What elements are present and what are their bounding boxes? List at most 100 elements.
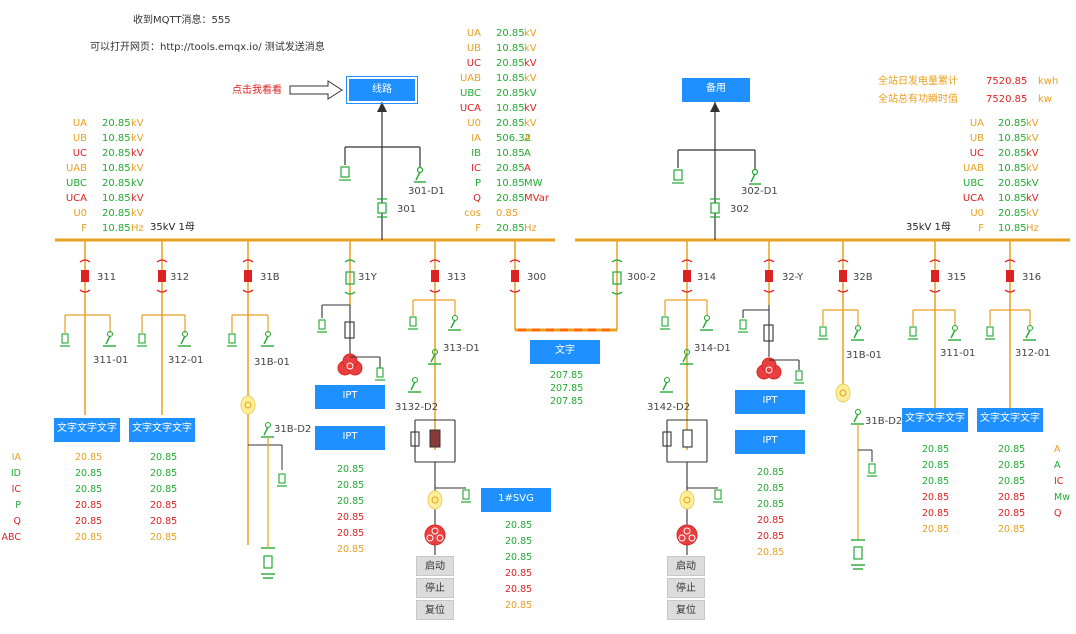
switch-label: 31B-01 [254,357,290,368]
text-box-315[interactable]: 文字文字文字 [902,408,968,432]
ground-switch-icon[interactable] [948,324,961,341]
breaker-300-icon[interactable] [509,259,521,293]
ground-switch-icon[interactable] [408,316,418,330]
ground-switch-icon[interactable] [700,314,713,331]
ground-switch-icon[interactable] [851,324,864,341]
click-hint[interactable]: 点击我看看 [232,85,282,96]
breaker-311-icon[interactable] [79,259,91,293]
ground-switch-icon[interactable] [227,333,237,347]
measurement-name: UB [969,133,984,144]
ground-switch-icon[interactable] [1023,324,1036,341]
ground-switch-icon[interactable] [794,370,804,384]
measurement-unit: MW [524,178,543,189]
ground-switch-icon[interactable] [178,330,191,347]
reset-button[interactable]: 复位 [416,600,454,620]
disconnector-300-2-icon[interactable] [611,259,623,295]
breaker-315-icon[interactable] [929,259,941,293]
reset-button[interactable]: 复位 [667,600,705,620]
standby-button[interactable]: 备用 [682,78,750,102]
breaker-32B-icon[interactable] [837,259,849,293]
ground-switch-314-d1-icon[interactable] [680,348,693,365]
feeder-313 [408,240,471,555]
bus-tie-300 [509,240,623,332]
value-cell: 20.85 [757,515,785,526]
ground-switch-icon[interactable] [448,314,461,331]
ground-switch-icon[interactable] [261,421,274,438]
measurement-unit: kV [1026,118,1039,129]
breaker-316-icon[interactable] [1004,259,1016,293]
text-box-mid[interactable]: 文字 [530,340,600,364]
ground-switch-icon[interactable] [818,326,828,340]
ground-switch-313-d1-icon[interactable] [428,348,441,365]
measurement-unit: A [524,133,531,144]
value-cell: 20.85 [337,512,365,523]
breaker-31B-icon[interactable] [242,259,254,293]
ground-switch-3142-d2-icon[interactable] [660,376,673,393]
ground-switch-icon[interactable] [277,473,287,487]
ground-switch-301-d1-icon[interactable] [414,166,426,183]
start-button[interactable]: 启动 [667,556,705,576]
text-box-316[interactable]: 文字文字文字 [977,408,1043,432]
switch-label: 316 [1022,272,1042,283]
text-box-312[interactable]: 文字文字文字 [129,418,195,442]
value-cell: 20.85 [757,483,785,494]
ground-switch-icon[interactable] [738,319,748,333]
ground-switch-302-left-icon[interactable] [672,169,684,184]
ground-switch-icon[interactable] [985,326,995,340]
switch-label: 32-Y [782,272,804,283]
measurement-unit: Hz [131,223,144,234]
ground-switch-301-left-icon[interactable] [339,166,351,181]
stop-button[interactable]: 停止 [667,578,705,598]
transformer-icon [835,383,851,403]
measurement-value: 10.85 [102,133,131,144]
ipt-button-1[interactable]: IPT [315,385,385,409]
ground-switch-icon[interactable] [317,319,327,333]
value-cell: 207.85 [550,396,584,407]
ipt-button-4[interactable]: IPT [735,430,805,454]
breaker-314-icon[interactable] [681,259,693,293]
ground-switch-icon[interactable] [103,330,116,347]
ground-switch-icon[interactable] [851,408,864,425]
ground-switch-icon[interactable] [908,326,918,340]
breaker-32Y-icon[interactable] [763,259,775,293]
breaker-312-icon[interactable] [156,259,168,293]
ground-switch-icon[interactable] [867,463,877,477]
value-cell: 20.85 [922,508,950,519]
measurement-name: UCA [962,193,984,204]
switch-label: 301-D1 [408,186,445,197]
measurement-value: 10.85 [496,178,525,189]
ground-switch-icon[interactable] [137,333,147,347]
bus-label-left: 35kV 1母 [150,222,195,233]
breaker-301-icon[interactable] [377,198,387,218]
ground-switch-3132-d2-icon[interactable] [408,376,421,393]
start-button[interactable]: 启动 [416,556,454,576]
ipt-button-3[interactable]: IPT [735,390,805,414]
row-label: IC [11,484,21,495]
measurement-unit: kV [1026,178,1039,189]
ground-switch-icon[interactable] [713,489,723,503]
ground-switch-icon[interactable] [461,489,471,503]
measurement-value: 20.85 [998,178,1027,189]
value-cell: 20.85 [337,464,365,475]
ground-switch-icon[interactable] [375,367,385,381]
ground-switch-icon[interactable] [60,333,70,347]
svg-button[interactable]: 1#SVG [481,488,551,512]
breaker-31Y-icon[interactable] [344,259,356,295]
ground-switch-icon[interactable] [660,316,670,330]
stop-button[interactable]: 停止 [416,578,454,598]
switch-label: 3132-D2 [395,402,439,413]
measurement-value: 506.32 [496,133,531,144]
measurement-name: Q [473,193,481,204]
line-button[interactable]: 线路 [346,76,418,104]
ipt-button-2[interactable]: IPT [315,426,385,450]
value-cell: 20.85 [505,520,533,531]
ground-switch-302-d1-icon[interactable] [749,168,761,185]
measurement-value: 20.85 [496,58,525,69]
text-box-311[interactable]: 文字文字文字 [54,418,120,442]
measurement-unit: kV [524,118,537,129]
ground-switch-icon[interactable] [261,330,274,347]
motor-icon [424,524,446,546]
breaker-302-icon[interactable] [710,198,720,218]
breaker-313-icon[interactable] [429,259,441,293]
measurement-name: IB [471,148,481,159]
